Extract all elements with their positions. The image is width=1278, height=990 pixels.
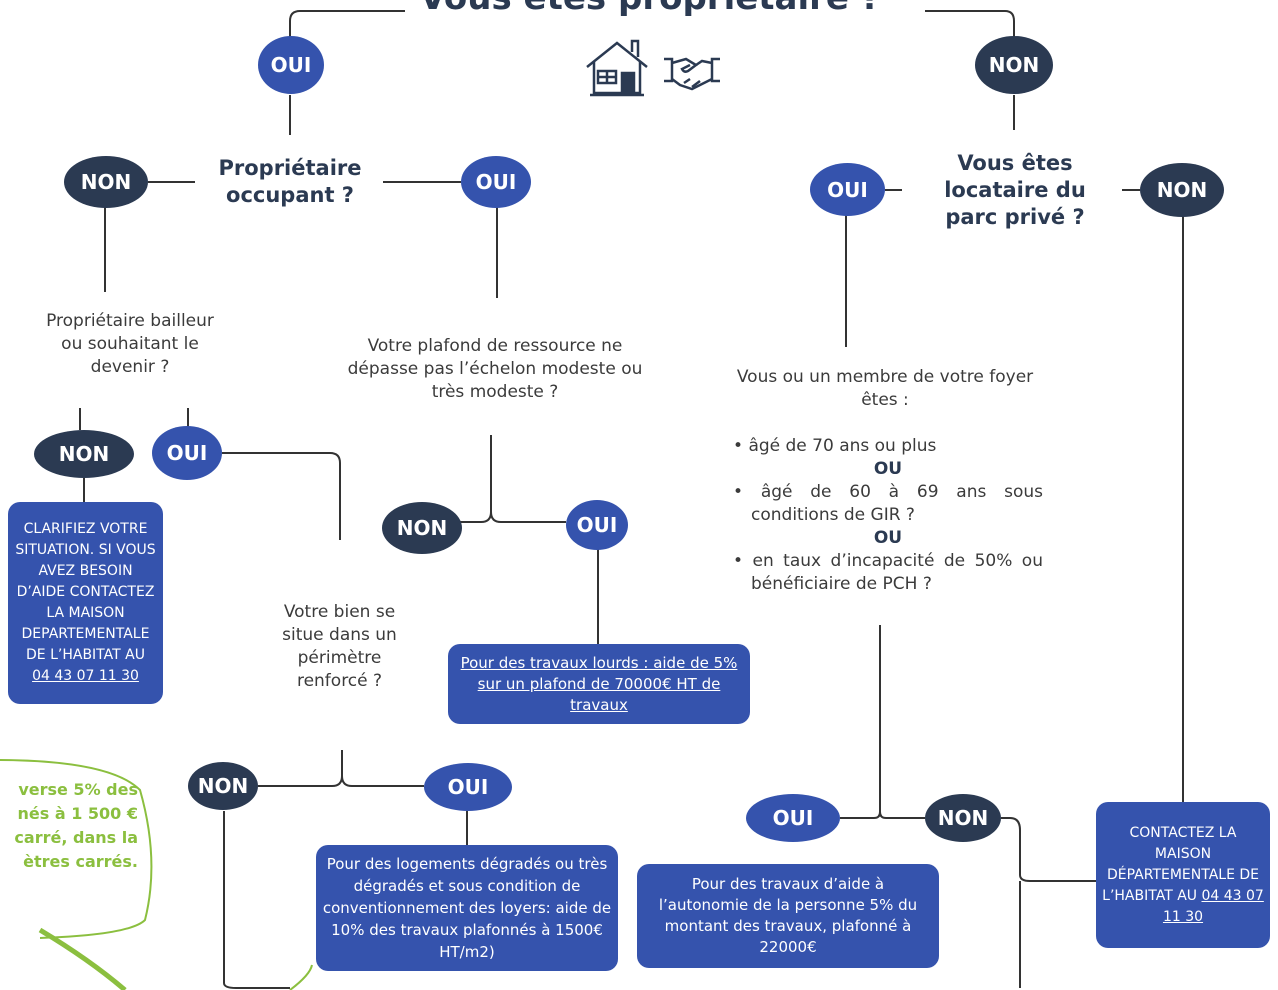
question-locataire-parc-prive: Vous êtes locataire du parc privé ? bbox=[944, 151, 1086, 229]
box-logements-degrades: Pour des logements dégradés ou très dégr… bbox=[316, 845, 618, 971]
box-travaux-lourds: Pour des travaux lourds : aide de 5% sur… bbox=[448, 644, 750, 724]
criteria-list: • âgé de 70 ans ou plus OU • âgé de 60 à… bbox=[733, 435, 1043, 596]
non-locataire-badge: NON bbox=[1140, 163, 1224, 217]
oui-locataire-badge: OUI bbox=[810, 163, 885, 216]
handshake-icon bbox=[664, 57, 720, 91]
criteria-item: • âgé de 60 à 69 ans sous conditions de … bbox=[733, 482, 1043, 525]
oui-foyer-badge: OUI bbox=[746, 794, 840, 842]
box-autonomie: Pour des travaux d’aide à l’autonomie de… bbox=[637, 864, 939, 968]
phone-link[interactable]: 04 43 07 11 30 bbox=[32, 668, 139, 684]
oui-occupant-badge: OUI bbox=[461, 156, 531, 208]
non-bailleur-badge: NON bbox=[34, 430, 134, 478]
non-proprietaire-badge: NON bbox=[975, 36, 1053, 94]
criteria-item: • âgé de 70 ans ou plus bbox=[733, 436, 937, 456]
question-perimetre-renforce: Votre bien se situe dans un périmètre re… bbox=[282, 602, 397, 691]
criteria-item: • en taux d’incapacité de 50% ou bénéfic… bbox=[733, 551, 1043, 594]
question-proprietaire-bailleur: Propriétaire bailleur ou souhaitant le d… bbox=[46, 311, 214, 377]
box-clarifiez-situation: CLARIFIEZ VOTRE SITUATION. SI VOUS AVEZ … bbox=[8, 502, 163, 704]
question-membre-foyer: Vous ou un membre de votre foyer êtes : bbox=[736, 367, 1034, 410]
oui-plafond-badge: OUI bbox=[566, 500, 628, 550]
page-title: Vous êtes propriétaire ? bbox=[380, 0, 920, 18]
phone-link[interactable]: 04 43 07 11 30 bbox=[1162, 887, 1264, 925]
criteria-or-separator: OU bbox=[873, 528, 903, 548]
criteria-or-separator: OU bbox=[873, 459, 903, 479]
non-plafond-badge: NON bbox=[382, 502, 462, 554]
box-contactez-maison: CONTACTEZ LA MAISON DÉPARTEMENTALE DE L’… bbox=[1096, 802, 1270, 948]
oui-bailleur-badge: OUI bbox=[152, 426, 222, 480]
question-plafond-ressource: Votre plafond de ressource ne dépasse pa… bbox=[347, 336, 643, 402]
house-icon bbox=[586, 39, 648, 97]
oui-proprietaire-badge: OUI bbox=[258, 36, 324, 94]
travaux-lourds-link[interactable]: Pour des travaux lourds : aide de 5% sur… bbox=[460, 653, 738, 714]
oui-perimetre-badge: OUI bbox=[424, 763, 512, 811]
question-proprietaire-occupant: Propriétaire occupant ? bbox=[218, 156, 362, 207]
non-perimetre-badge: NON bbox=[188, 762, 258, 810]
green-note: verse 5% des nés à 1 500 € carré, dans l… bbox=[14, 780, 138, 871]
non-occupant-badge: NON bbox=[64, 156, 148, 208]
non-foyer-badge: NON bbox=[925, 794, 1001, 842]
